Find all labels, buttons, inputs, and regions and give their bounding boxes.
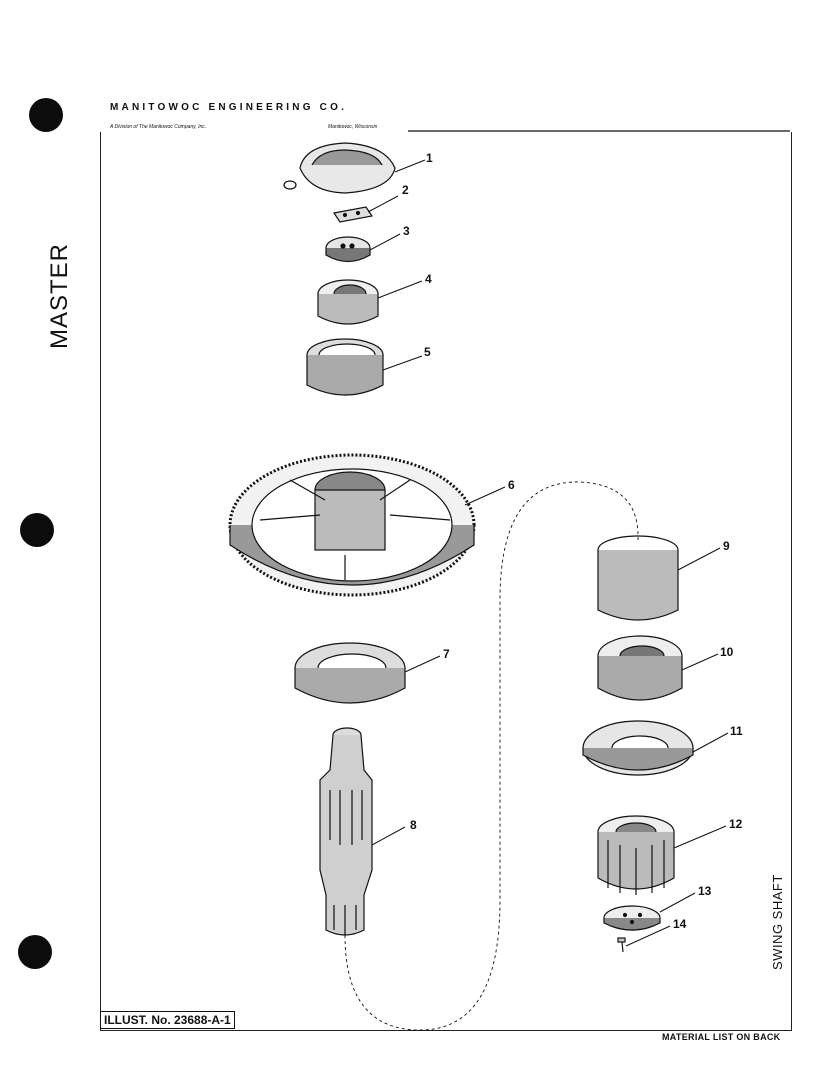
part-10-bearing	[597, 635, 683, 701]
part-3-washer	[325, 236, 371, 263]
part-4-bearing	[317, 279, 379, 325]
drawing-title: SWING SHAFT	[770, 874, 785, 970]
callout-4: 4	[425, 272, 432, 286]
location-line: Manitowoc, Wisconsin	[328, 124, 378, 130]
callout-11: 11	[730, 724, 743, 738]
material-list-note: MATERIAL LIST ON BACK	[662, 1032, 781, 1042]
part-8-shaft	[319, 727, 373, 936]
part-14-screw	[617, 937, 626, 953]
callout-12: 12	[729, 817, 743, 831]
punch-hole-middle	[20, 513, 54, 547]
punch-hole-top	[29, 98, 63, 132]
part-6-gear	[228, 453, 476, 597]
callout-6: 6	[508, 478, 515, 492]
part-7-ring	[294, 642, 406, 704]
punch-hole-bottom	[18, 935, 52, 969]
callout-1: 1	[426, 151, 433, 165]
callout-14: 14	[673, 917, 687, 931]
part-11-retainer	[582, 720, 694, 776]
callout-2: 2	[402, 183, 409, 197]
part-5-spacer	[306, 338, 384, 396]
part-9-sleeve	[597, 535, 679, 621]
company-name: MANITOWOC ENGINEERING CO.	[110, 102, 348, 113]
callout-13: 13	[698, 884, 712, 898]
part-12-pinion	[597, 815, 675, 895]
division-line: A Division of The Manitowoc Company, Inc…	[110, 124, 207, 130]
callout-7: 7	[443, 647, 450, 661]
part-13-plate	[603, 905, 661, 931]
callout-5: 5	[424, 345, 431, 359]
part-2-plate	[332, 206, 374, 223]
callout-8: 8	[410, 818, 417, 832]
part-1-cover	[283, 142, 396, 194]
callout-9: 9	[723, 539, 730, 553]
illustration-number: ILLUST. No. 23688-A-1	[100, 1011, 235, 1029]
callout-10: 10	[720, 645, 734, 659]
drawing-frame	[100, 132, 792, 1031]
callout-3: 3	[403, 224, 410, 238]
